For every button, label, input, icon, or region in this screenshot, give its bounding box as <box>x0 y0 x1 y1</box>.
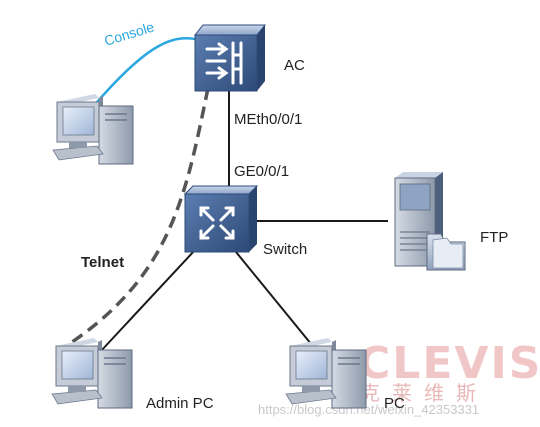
switch-device <box>183 185 259 253</box>
ac-label: AC <box>284 57 305 74</box>
watermark-brand: CLEVIS <box>358 338 540 389</box>
watermark-url: https://blog.csdn.net/weixin_42353331 <box>258 402 479 417</box>
watermark-brand-cn: 克莱维斯 <box>360 381 488 405</box>
ac-device <box>193 24 267 92</box>
switch-adminpc-link <box>99 249 196 353</box>
pc-icon <box>285 338 367 409</box>
telnet-link <box>59 87 210 352</box>
switch-port-label: GE0/0/1 <box>234 163 289 180</box>
pc <box>285 338 367 409</box>
console-label: Console <box>102 18 156 48</box>
ftp-server <box>394 172 466 271</box>
admin-pc <box>51 338 133 409</box>
ac-port-label: MEth0/0/1 <box>234 111 302 128</box>
access-controller-icon <box>205 41 243 85</box>
server-icon <box>400 231 430 251</box>
links <box>59 36 388 353</box>
ftp-label: FTP <box>480 229 508 246</box>
switch-label: Switch <box>263 241 307 258</box>
admin-pc-label: Admin PC <box>146 395 214 412</box>
folder-icon <box>426 233 466 271</box>
pc-label: PC <box>384 395 405 412</box>
console-pc <box>52 94 134 165</box>
telnet-label: Telnet <box>81 254 124 271</box>
switch-pc-link <box>235 251 317 351</box>
pc-icon <box>51 338 133 409</box>
console-link <box>91 36 201 109</box>
watermark: CLEVIS 克莱维斯 https://blog.csdn.net/weixin… <box>258 338 540 417</box>
pc-icon <box>52 94 134 165</box>
switch-icon <box>199 206 235 240</box>
